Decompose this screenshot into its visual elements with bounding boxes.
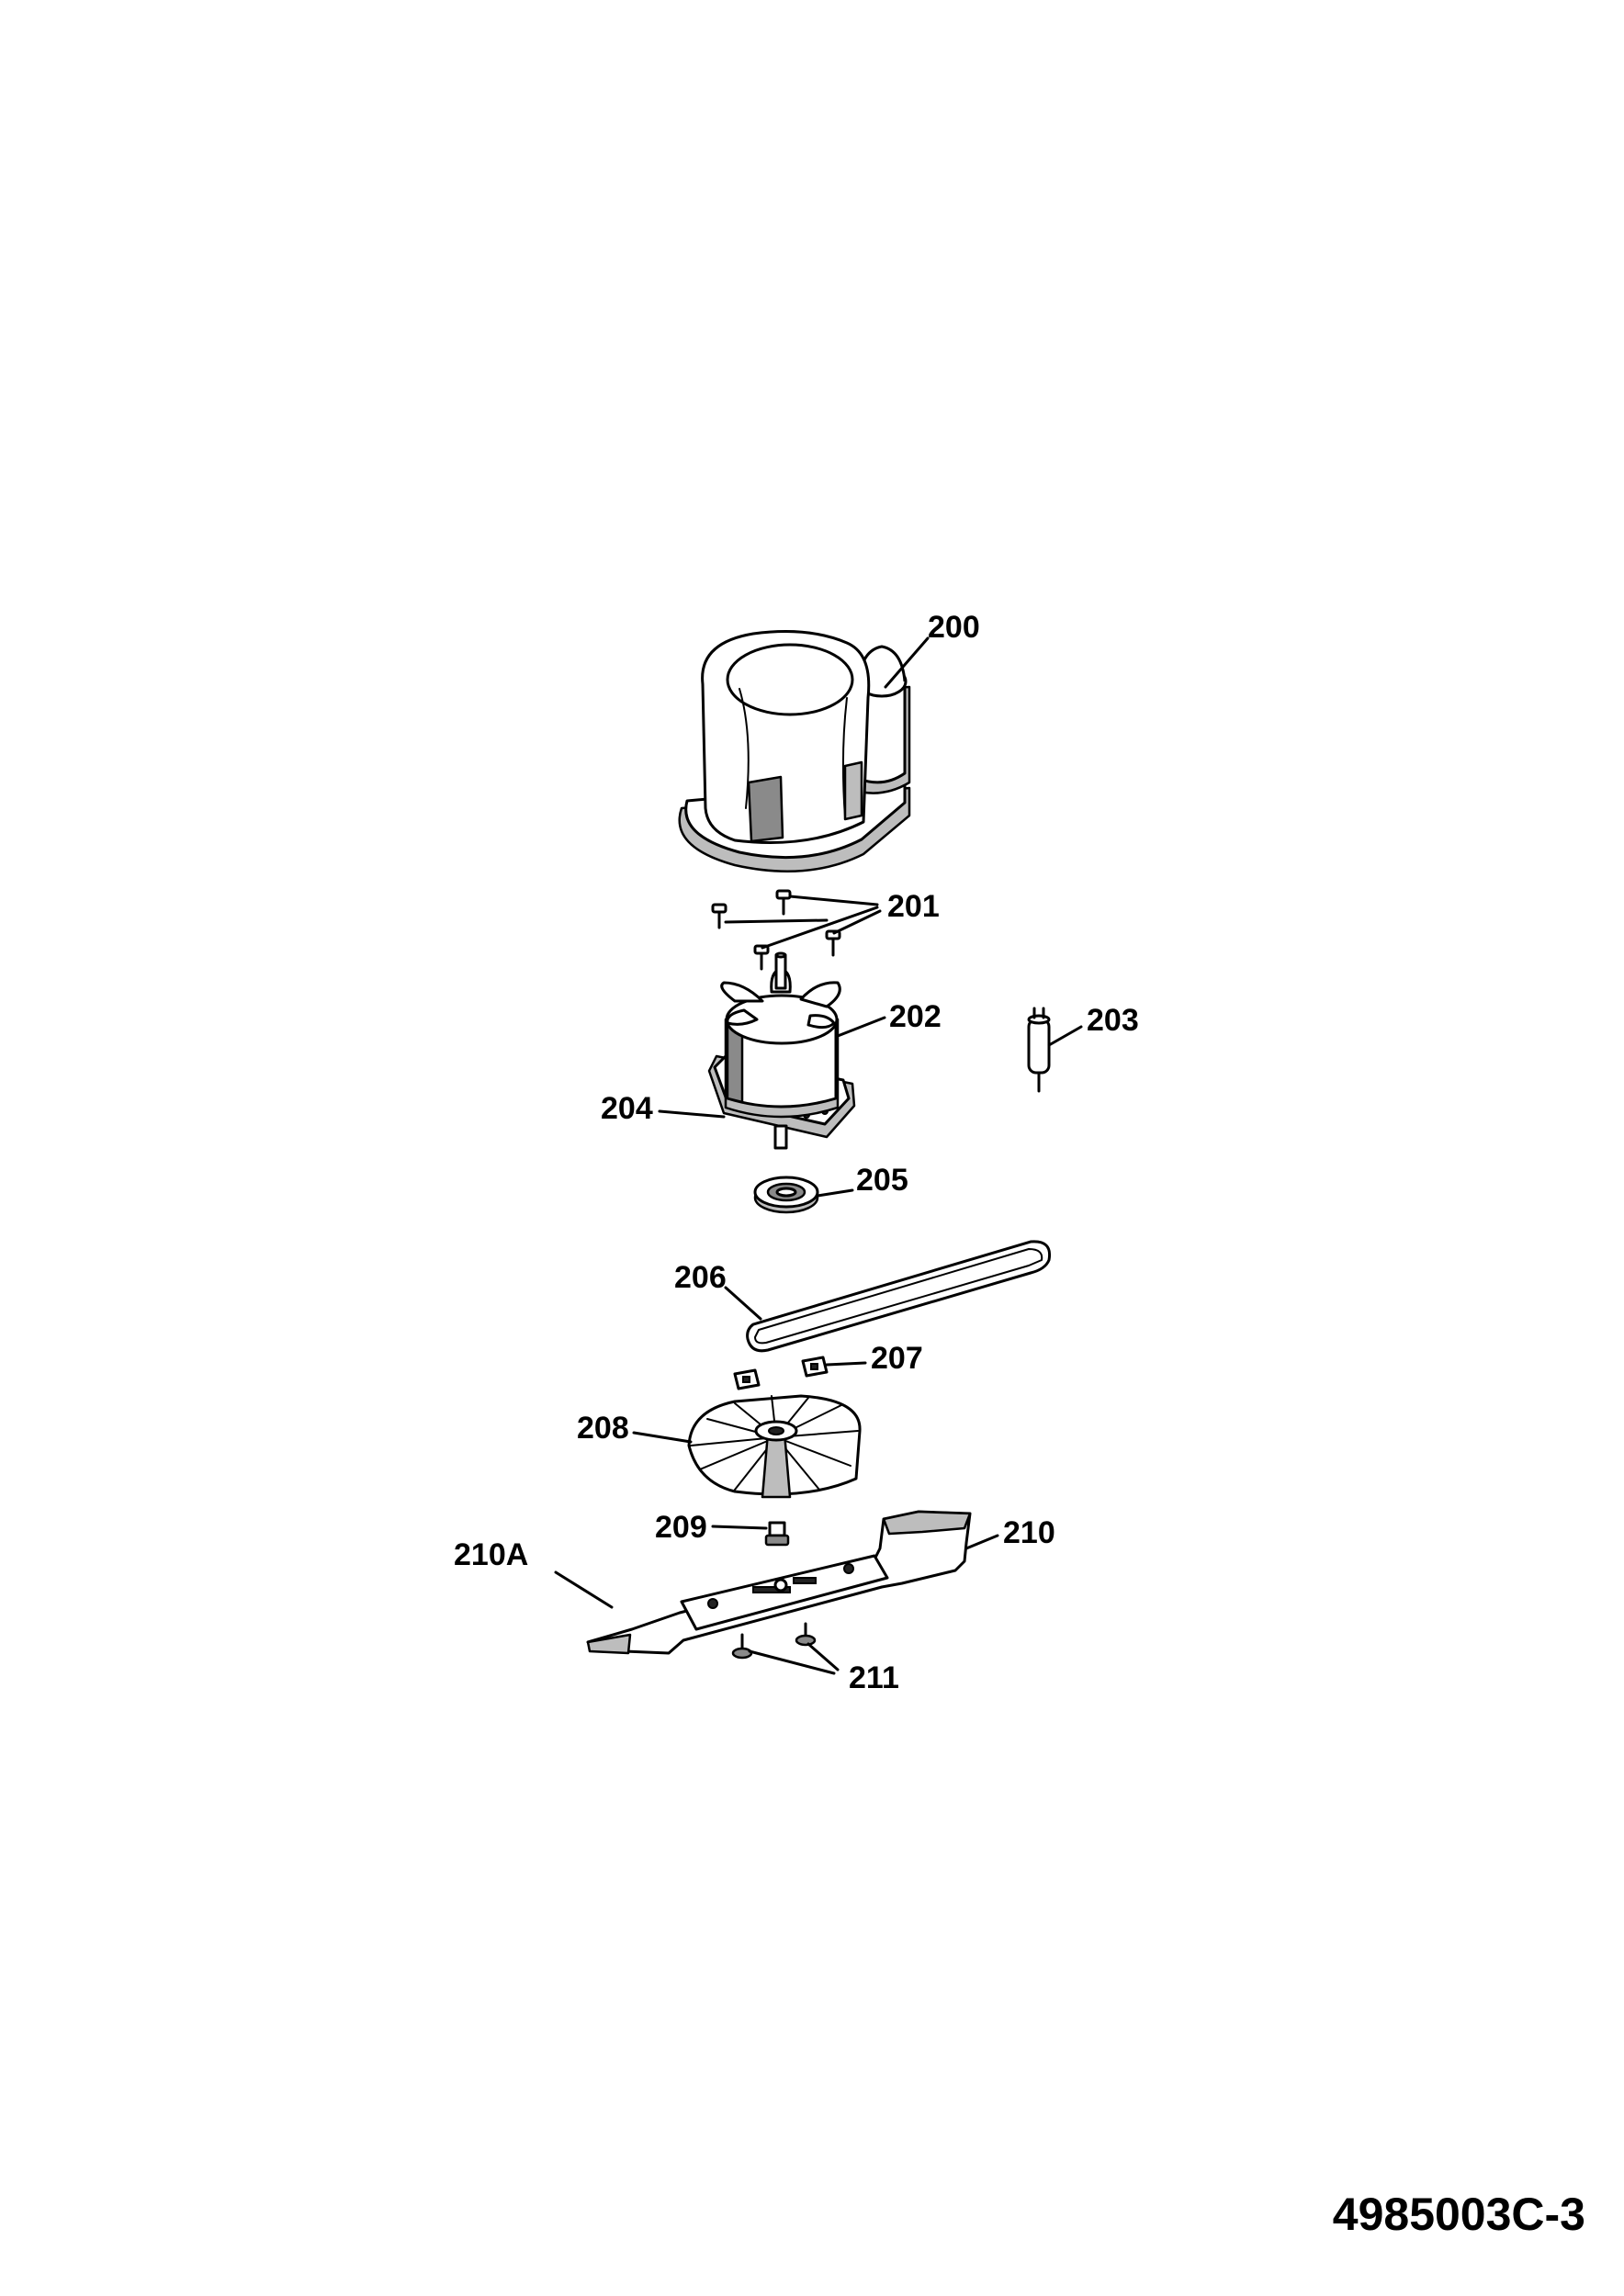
label-202: 202 [889,999,942,1034]
label-209: 209 [655,1510,707,1545]
nut-207-b [801,1356,829,1378]
screw-201-d [753,944,770,971]
label-207: 207 [871,1341,923,1376]
screw-201-c [825,929,841,957]
document-number: 4985003C-3 [1332,2189,1585,2240]
label-200: 200 [928,610,980,645]
label-210: 210 [1003,1515,1055,1550]
part-209-bolt [764,1521,790,1547]
part-200-motor-cover [678,630,911,872]
part-201-screws [711,889,841,971]
bolt-211-b [795,1622,817,1647]
screw-201-b [775,889,792,916]
bolt-211-a [731,1633,753,1660]
part-208-fan [687,1394,862,1499]
part-205-bearing [753,1176,819,1214]
label-208: 208 [577,1411,629,1446]
part-203-capacitor [1027,1007,1051,1093]
label-205: 205 [856,1163,908,1198]
part-206-belt [746,1240,1052,1353]
label-204: 204 [601,1091,653,1126]
label-206: 206 [674,1260,727,1295]
part-202-motor [707,951,856,1150]
label-203: 203 [1087,1003,1139,1038]
screw-201-a [711,903,727,929]
leader-lines [554,636,1083,1675]
nut-207-a [733,1368,761,1390]
part-210-blade [586,1510,972,1655]
part-211-bolts [731,1622,817,1660]
label-210A: 210A [454,1537,529,1572]
label-201: 201 [887,889,940,924]
label-211: 211 [849,1660,899,1695]
part-207-nuts [733,1356,829,1390]
